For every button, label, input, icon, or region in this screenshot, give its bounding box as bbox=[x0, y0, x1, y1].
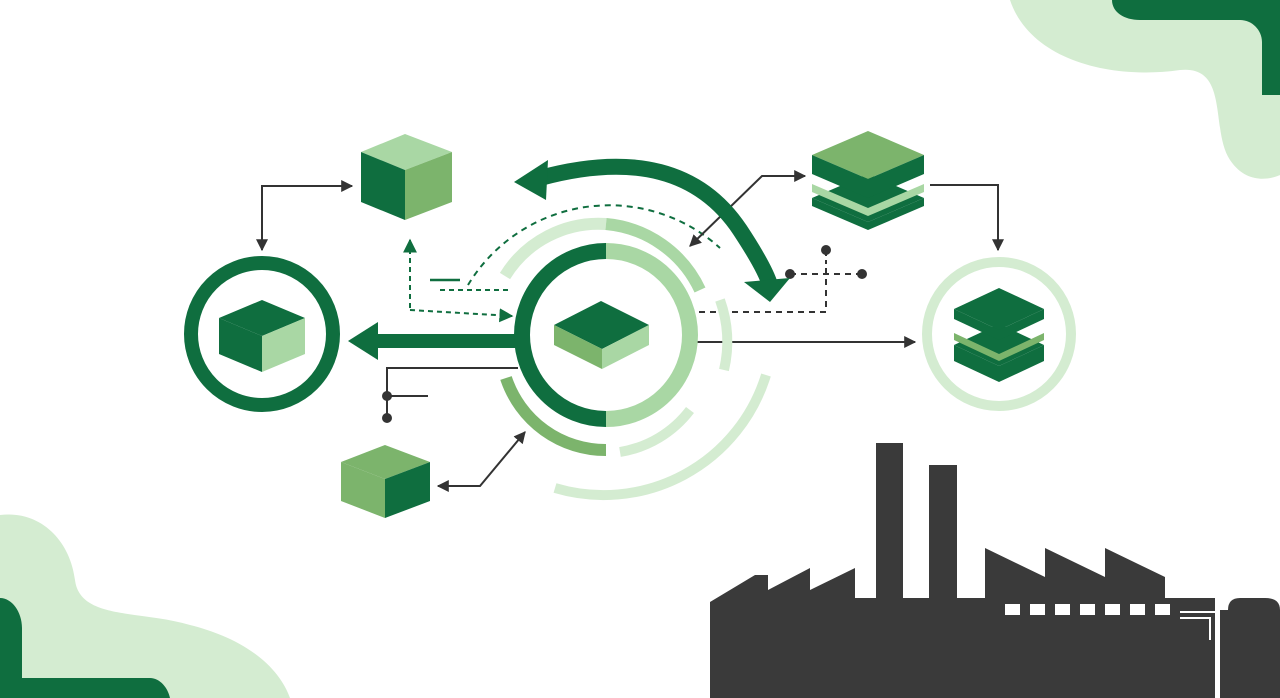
hub-outer-arcs bbox=[499, 217, 771, 501]
elbow-arrow-left-to-top-cube bbox=[261, 180, 354, 248]
top-cube-node bbox=[361, 134, 452, 220]
left-node bbox=[184, 256, 340, 412]
flat-box-icon bbox=[554, 301, 649, 369]
cube-icon bbox=[219, 300, 305, 372]
top-stack-node bbox=[812, 131, 924, 230]
layered-stack-icon bbox=[812, 131, 924, 230]
elbow-arrow-stack-to-right bbox=[930, 184, 1004, 252]
dashed-arc bbox=[467, 204, 721, 286]
cube-icon bbox=[361, 134, 452, 220]
cube-icon bbox=[341, 445, 430, 518]
curved-arrow-stack-to-hub bbox=[514, 158, 790, 302]
factory-silhouette bbox=[710, 443, 1280, 698]
double-arrow-hub-to-bottom-cube bbox=[436, 431, 526, 492]
diagonal-arrow-stack-to-hub bbox=[689, 170, 807, 247]
corner-blob-top-right bbox=[1010, 0, 1280, 179]
corner-blob-bottom-left bbox=[0, 514, 290, 698]
thick-arrow-hub-to-left bbox=[348, 322, 522, 360]
right-node bbox=[922, 257, 1076, 411]
dashed-arrow-to-hub bbox=[409, 308, 514, 323]
hub-node bbox=[514, 243, 698, 427]
layered-stack-icon bbox=[954, 288, 1044, 382]
bottom-cube-node bbox=[341, 445, 430, 518]
connectors bbox=[256, 170, 1004, 492]
